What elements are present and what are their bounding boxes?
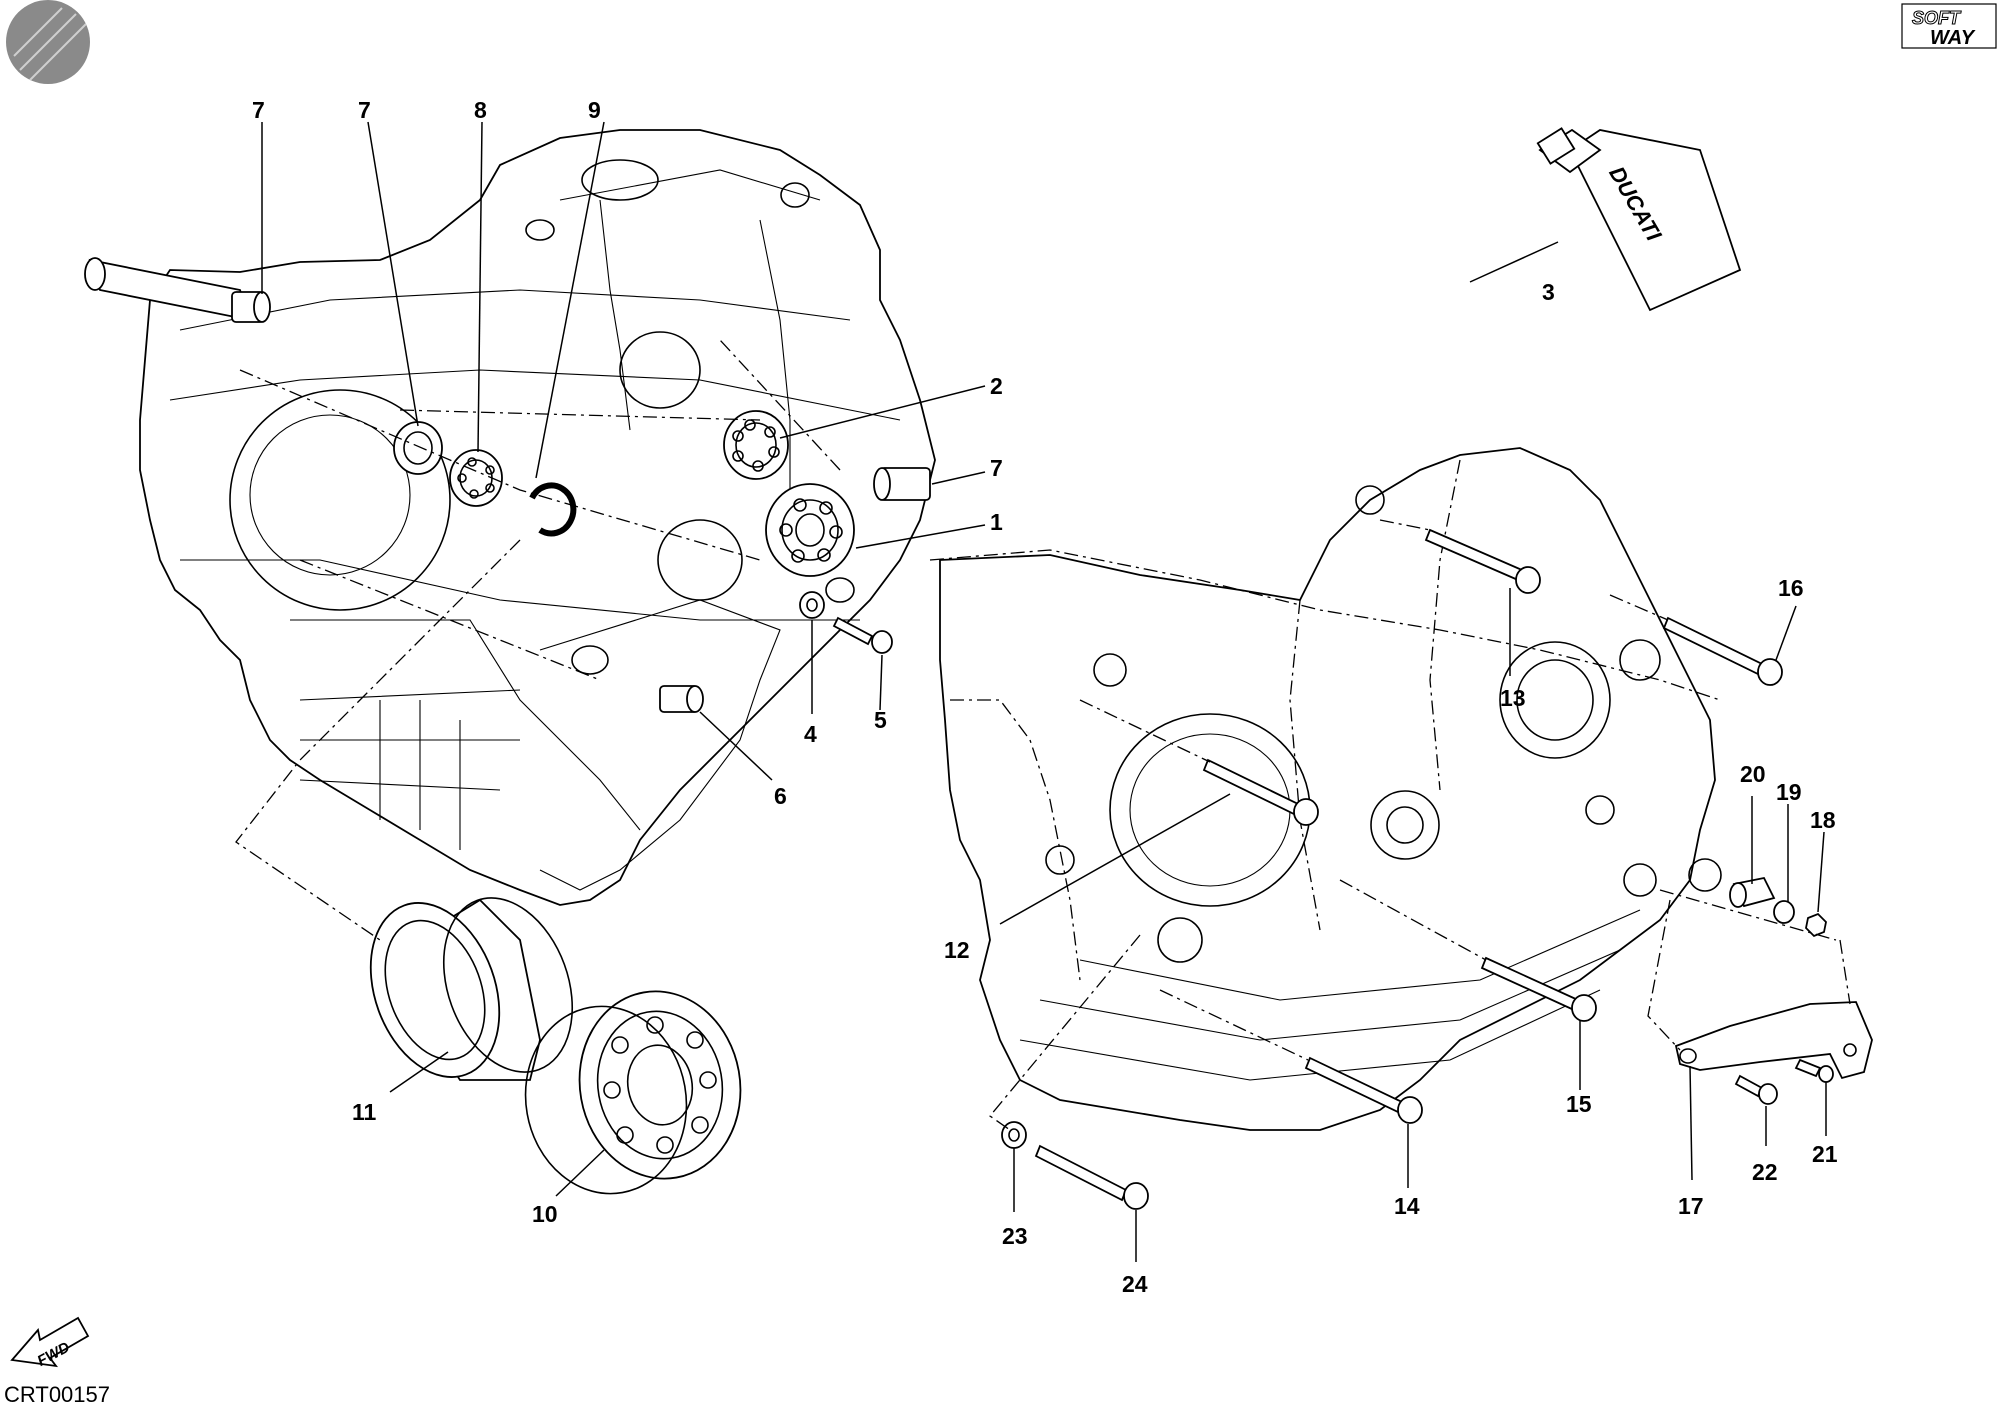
part-label-12: 11 bbox=[352, 1099, 377, 1125]
softway-logo-top: SOFT bbox=[1912, 8, 1962, 28]
softway-logo: SOFT WAY bbox=[1901, 3, 1997, 49]
part-label-18: 17 bbox=[1678, 1193, 1704, 1219]
part-label-10: 9 bbox=[588, 97, 601, 123]
plug-6 bbox=[659, 685, 704, 713]
screw-22 bbox=[1794, 1058, 1834, 1083]
circlip bbox=[529, 482, 577, 537]
part-label-22: 21 bbox=[1812, 1141, 1838, 1167]
screw-5 bbox=[832, 616, 893, 654]
screw-23 bbox=[1734, 1074, 1778, 1105]
washer-4 bbox=[799, 591, 825, 619]
part-label-8: 7 bbox=[358, 97, 371, 123]
bolt-13 bbox=[1202, 758, 1319, 826]
part-label-21: 20 bbox=[1740, 761, 1766, 787]
main-bearing-2 bbox=[723, 410, 789, 480]
bolt-17 bbox=[1662, 616, 1783, 686]
corner-disc-icon bbox=[6, 0, 90, 84]
spacer-21 bbox=[1729, 876, 1776, 908]
part-label-15: 14 bbox=[1394, 1193, 1420, 1219]
part-label-3: 3 bbox=[1542, 279, 1555, 305]
dowel-pin-right bbox=[873, 467, 931, 501]
document-code: CRT00157 bbox=[4, 1382, 110, 1407]
part-label-4: 4 bbox=[804, 721, 817, 747]
softway-logo-bottom: WAY bbox=[1930, 27, 1976, 49]
part-label-25: 24 bbox=[1122, 1271, 1148, 1297]
part-label-14: 13 bbox=[1500, 685, 1526, 711]
main-bearing-1 bbox=[765, 483, 855, 577]
forward-arrow-icon: FWD bbox=[10, 1316, 90, 1370]
spacer-20 bbox=[1773, 900, 1795, 924]
oil-seal bbox=[393, 421, 443, 475]
part-label-20: 19 bbox=[1776, 779, 1802, 805]
part-label-16: 15 bbox=[1566, 1091, 1592, 1117]
part-label-2: 2 bbox=[990, 373, 1003, 399]
sealant-tube: DUCATI bbox=[1536, 127, 1742, 312]
left-crankcase-half bbox=[84, 129, 936, 906]
small-bearing bbox=[449, 449, 503, 507]
bracket-18 bbox=[1674, 1001, 1873, 1080]
assembly-lines bbox=[235, 339, 1851, 1131]
nut-19 bbox=[1805, 912, 1827, 938]
part-label-23: 22 bbox=[1752, 1159, 1778, 1185]
part-label-13: 12 bbox=[944, 937, 970, 963]
bolt-14 bbox=[1424, 528, 1541, 594]
part-label-19: 18 bbox=[1810, 807, 1836, 833]
leader-lines bbox=[261, 121, 1827, 1262]
part-label-17: 16 bbox=[1778, 575, 1804, 601]
cylinder-sleeve bbox=[369, 897, 574, 1081]
bolt-15 bbox=[1304, 1056, 1423, 1124]
bolt-16 bbox=[1480, 956, 1597, 1022]
large-roller-bearing bbox=[524, 990, 742, 1195]
part-label-7-left: 7 bbox=[252, 97, 265, 123]
part-label-24: 23 bbox=[1002, 1223, 1028, 1249]
right-crankcase-half bbox=[929, 447, 1722, 1131]
part-label-7-right: 7 bbox=[990, 455, 1003, 481]
part-label-6: 6 bbox=[774, 783, 787, 809]
bolt-25 bbox=[1034, 1144, 1149, 1210]
part-label-1: 1 bbox=[990, 509, 1003, 535]
part-label-11: 10 bbox=[532, 1201, 558, 1227]
part-labels: 7 7 8 9 2 7 1 4 5 6 3 13 16 20 19 18 12 … bbox=[252, 97, 1838, 1297]
part-label-5: 5 bbox=[874, 707, 887, 733]
part-label-9: 8 bbox=[474, 97, 487, 123]
dowel-pin-left bbox=[231, 291, 271, 323]
washer-24 bbox=[1001, 1121, 1027, 1149]
